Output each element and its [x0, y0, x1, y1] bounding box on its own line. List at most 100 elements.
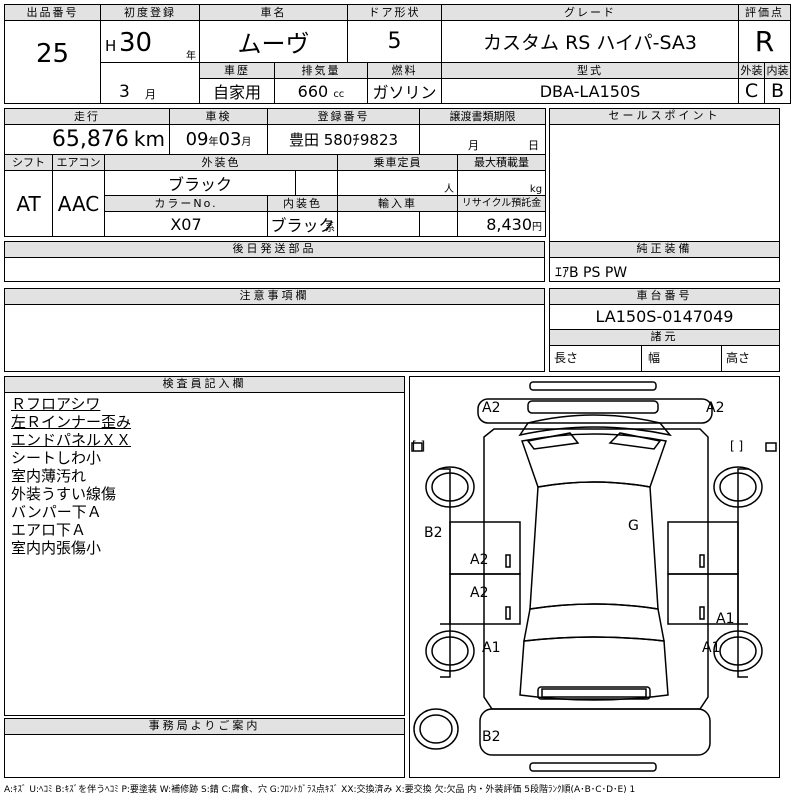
notes-box: 注意事項欄: [4, 288, 545, 372]
spec-table: 走行 車検 登録番号 譲渡書類期限 65,876 km 09年03月 豊田 58…: [4, 108, 547, 237]
fuel-label: 燃料: [367, 62, 442, 79]
spare-wheel: [413, 708, 459, 750]
car-name-label: 車名: [199, 4, 348, 21]
chassis-value: LA150S-0147049: [595, 307, 734, 326]
office-box: 事務局よりご案内: [4, 718, 405, 778]
dims-width: 幅: [642, 345, 722, 371]
later-parts-label: 後日発送部品: [5, 242, 544, 258]
inspector-note: エアロ下Ａ: [11, 521, 87, 539]
max-load-label: 最大積載量: [457, 154, 547, 171]
dims-label: 諸元: [550, 329, 779, 346]
import-label: 輸入車: [336, 195, 459, 212]
first-registration-month: 3 月: [100, 78, 200, 104]
legend: A:ｷｽﾞ U:ﾍｺﾐ B:ｷｽﾞを伴うﾍｺﾐ P:要塗装 W:補修跡 S:錆 …: [4, 785, 636, 795]
displacement-label: 排気量: [274, 62, 368, 79]
mileage-value: 65,876 km: [4, 124, 170, 155]
inspection-label: 車検: [169, 108, 268, 125]
damage-rear-left: A1: [482, 640, 501, 656]
displacement-unit: cc: [333, 88, 345, 100]
recycle-value: 8,430円: [457, 211, 547, 237]
interior-color-value: ブラック 系: [267, 211, 338, 237]
inspector-notes: Ｒフロアシワ 左Ｒインナー歪み エンドパネルＸＸ シートしわ小 室内薄汚れ 外装…: [11, 395, 131, 557]
displacement-value: 660 cc: [274, 78, 368, 104]
history-label: 車歴: [199, 62, 275, 79]
score-label: 評価点: [738, 4, 791, 21]
color-no-label: カラーNo.: [104, 195, 268, 212]
door-type-label: ドア形状: [347, 4, 442, 21]
inspector-note: シートしわ小: [11, 449, 102, 467]
reg-month: 3: [119, 81, 130, 102]
damage-windshield: G: [628, 518, 639, 534]
year-unit: 年: [186, 51, 196, 62]
damage-rear-right: A1: [702, 640, 721, 656]
interior-color-label: 内装色: [267, 195, 338, 212]
body-outline: [483, 428, 709, 710]
inspection-value: 09年03月: [169, 124, 268, 155]
score-value: R: [738, 20, 791, 63]
color-no-value: X07: [104, 211, 268, 237]
genuine-equipment-value: ｴｱB PS PW: [555, 265, 628, 281]
inspector-label: 検査員記入欄: [5, 377, 404, 393]
front-bumper: [477, 398, 713, 424]
rear-bumper-strip: [529, 762, 657, 772]
plate-value: 豊田 580ﾁ9823: [266, 124, 421, 155]
dims-height: 高さ: [726, 351, 751, 365]
chassis-box: 車台番号 LA150S-0147049 諸元 長さ 幅 高さ: [549, 288, 780, 372]
model-label: 型式: [441, 62, 739, 79]
notes-label: 注意事項欄: [5, 289, 544, 305]
exterior-label: 外装: [738, 62, 765, 79]
right-front-door: [667, 521, 739, 575]
inspection-year-unit: 年: [208, 137, 219, 148]
bracket-left: [ ]: [412, 439, 426, 453]
inspector-box: 検査員記入欄 Ｒフロアシワ 左Ｒインナー歪み エンドパネルＸＸ シートしわ小 室…: [4, 376, 405, 716]
damage-left-rear-door: A2: [470, 585, 489, 601]
exterior-grade: C: [738, 78, 765, 104]
recycle-unit: 円: [532, 221, 543, 233]
interior-color-suffix: 系: [325, 223, 335, 234]
door-count: 5: [347, 20, 442, 63]
front-left-wheel: [425, 466, 475, 508]
month-unit: 月: [145, 87, 156, 101]
sales-point-box: セールスポイント: [549, 108, 780, 242]
lot-number: 25: [4, 20, 101, 104]
left-mirror: [411, 442, 423, 452]
reg-year: 30: [119, 28, 153, 58]
mileage-unit: km: [133, 127, 165, 151]
inspection-year: 09: [185, 129, 209, 150]
front-right-wheel: [713, 466, 763, 508]
inspection-month: 03: [218, 129, 242, 150]
mileage-number: 65,876: [51, 127, 129, 152]
inspector-note: 外装うすい線傷: [11, 485, 117, 503]
inspector-note: 左Ｒインナー歪み: [11, 413, 132, 431]
right-mirror: [765, 442, 777, 452]
grade-value: カスタム RS ハイパ-SA3: [441, 20, 739, 63]
exterior-color-value: ブラック: [104, 170, 296, 196]
roof: [529, 481, 659, 610]
rear-bumper: [479, 708, 711, 756]
ac-value: AAC: [52, 170, 105, 237]
rear-left-wheel: [425, 630, 475, 672]
inspection-month-unit: 月: [241, 137, 252, 148]
capacity-unit: 人: [336, 170, 459, 196]
genuine-equipment-box: 純正装備 ｴｱB PS PW: [549, 241, 780, 282]
inspector-note: エンドパネルＸＸ: [11, 431, 132, 449]
fuel-value: ガソリン: [367, 78, 442, 104]
hood: [518, 414, 672, 437]
rear-window: [523, 603, 665, 642]
windshield: [521, 433, 667, 488]
ac-label: エアコン: [52, 154, 105, 171]
office-label: 事務局よりご案内: [5, 719, 404, 735]
sales-point-label: セールスポイント: [550, 109, 779, 125]
damage-left-side: B2: [424, 525, 443, 541]
car-diagram: [411, 381, 777, 772]
damage-rear: B2: [482, 729, 501, 745]
vehicle-info-table: 出品番号 初度登録 車名 ドア形状 グレード 評価点 25 H 30 年 ムーヴ…: [4, 4, 791, 104]
damage-front-left: A2: [482, 400, 501, 416]
inspector-note: 室内内張傷小: [11, 539, 102, 557]
displacement-number: 660: [297, 81, 329, 101]
transfer-month-unit: 月: [468, 139, 480, 152]
dims-length: 長さ: [550, 345, 642, 371]
inspector-note: Ｒフロアシワ: [11, 395, 101, 413]
first-registration-label: 初度登録: [100, 4, 200, 21]
capacity-label: 乗車定員: [336, 154, 459, 171]
